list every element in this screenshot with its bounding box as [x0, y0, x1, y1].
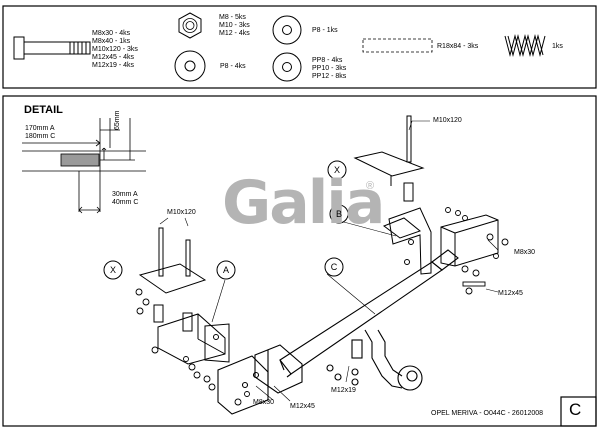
detail-view	[22, 118, 146, 214]
spring-icon	[504, 34, 546, 57]
callout-c: C	[330, 262, 338, 272]
nut-quantities: M8 - 5ks M10 - 3ks M12 - 4ks	[219, 14, 250, 38]
callout-a: A	[222, 265, 229, 275]
washer-left-qty: P8 - 4ks	[220, 63, 246, 70]
detail-dim-bottom-a: 30mm A	[112, 191, 138, 198]
bolt-icon	[13, 36, 91, 60]
label-m8x30-right: M8x30	[514, 249, 536, 256]
rect-tube-qty: R18x84 - 3ks	[437, 43, 479, 50]
parts-list-frame	[2, 5, 597, 89]
left-fasteners	[135, 288, 250, 406]
leader-lines	[159, 120, 499, 402]
main-crossbar	[217, 249, 459, 415]
detail-dim-side: 65mm	[114, 110, 121, 130]
callout-b: B	[335, 209, 342, 219]
left-bracket	[138, 227, 230, 365]
towball	[326, 329, 423, 391]
detail-title: DETAIL	[24, 104, 63, 116]
spring-qty: 1ks	[552, 43, 563, 50]
galia-logo: Galia	[222, 168, 385, 238]
callout-x-lower: X	[109, 265, 116, 275]
callout-circles	[103, 160, 349, 280]
rect-tube-icon	[362, 38, 433, 53]
spring-washer-quantities: PP8 - 4ks PP10 - 3ks PP12 - 8ks	[312, 57, 346, 81]
detail-dim-top: 170mm A 180mm C	[25, 125, 55, 141]
label-m12x45-bottom: M12x45	[290, 403, 315, 410]
bolt-qty-m12x45: M12x45 - 4ks	[92, 54, 135, 61]
washer-small-icon	[272, 15, 302, 45]
label-m10x120-left: M10x120	[167, 209, 196, 216]
washer-large-icon	[174, 50, 206, 82]
hex-nut-icon	[178, 12, 202, 39]
right-fasteners	[445, 207, 509, 295]
washer-top-qty: P8 - 1ks	[312, 27, 338, 34]
label-m12x45-right: M12x45	[498, 290, 523, 297]
label-m12x19: M12x19	[331, 387, 356, 394]
spring-washer-qty-pp12: PP12 - 8ks	[312, 73, 347, 80]
upper-right-bracket	[353, 115, 499, 275]
nut-qty-m10: M10 - 3ks	[219, 22, 250, 29]
spring-washer-qty-pp10: PP10 - 3ks	[312, 65, 347, 72]
bolt-qty-m8x40: M8x40 - 1ks	[92, 38, 131, 45]
nut-qty-m8: M8 - 5ks	[219, 14, 246, 21]
bolt-qty-m10x120: M10x120 - 3ks	[92, 46, 138, 53]
nut-qty-m12: M12 - 4ks	[219, 30, 250, 37]
spring-washer-icon	[272, 52, 302, 82]
detail-dim-top-a: 170mm A	[25, 125, 55, 132]
spring-washer-qty-pp8: PP8 - 4ks	[312, 57, 343, 64]
callout-x-upper: X	[333, 165, 340, 175]
bolt-quantities: M8x30 - 4ks M8x40 - 1ks M10x120 - 3ks M1…	[92, 30, 138, 70]
detail-dim-top-c: 180mm C	[25, 133, 56, 140]
drawing-reference: OPEL MERIVA - O044C - 26012008	[431, 410, 544, 417]
detail-dim-bottom-c: 40mm C	[112, 199, 139, 206]
registered-mark: ®	[366, 180, 375, 192]
detail-dim-bottom: 30mm A 40mm C	[112, 191, 138, 207]
bolt-qty-m8x30: M8x30 - 4ks	[92, 30, 131, 37]
assembly-frame	[2, 95, 597, 427]
label-m8x30-bottom: M8x30	[253, 399, 275, 406]
sheet-letter: C	[569, 400, 582, 419]
corner-box	[560, 396, 597, 427]
bolt-qty-m12x19: M12x19 - 4ks	[92, 62, 135, 69]
label-m10x120-top: M10x120	[433, 117, 462, 124]
